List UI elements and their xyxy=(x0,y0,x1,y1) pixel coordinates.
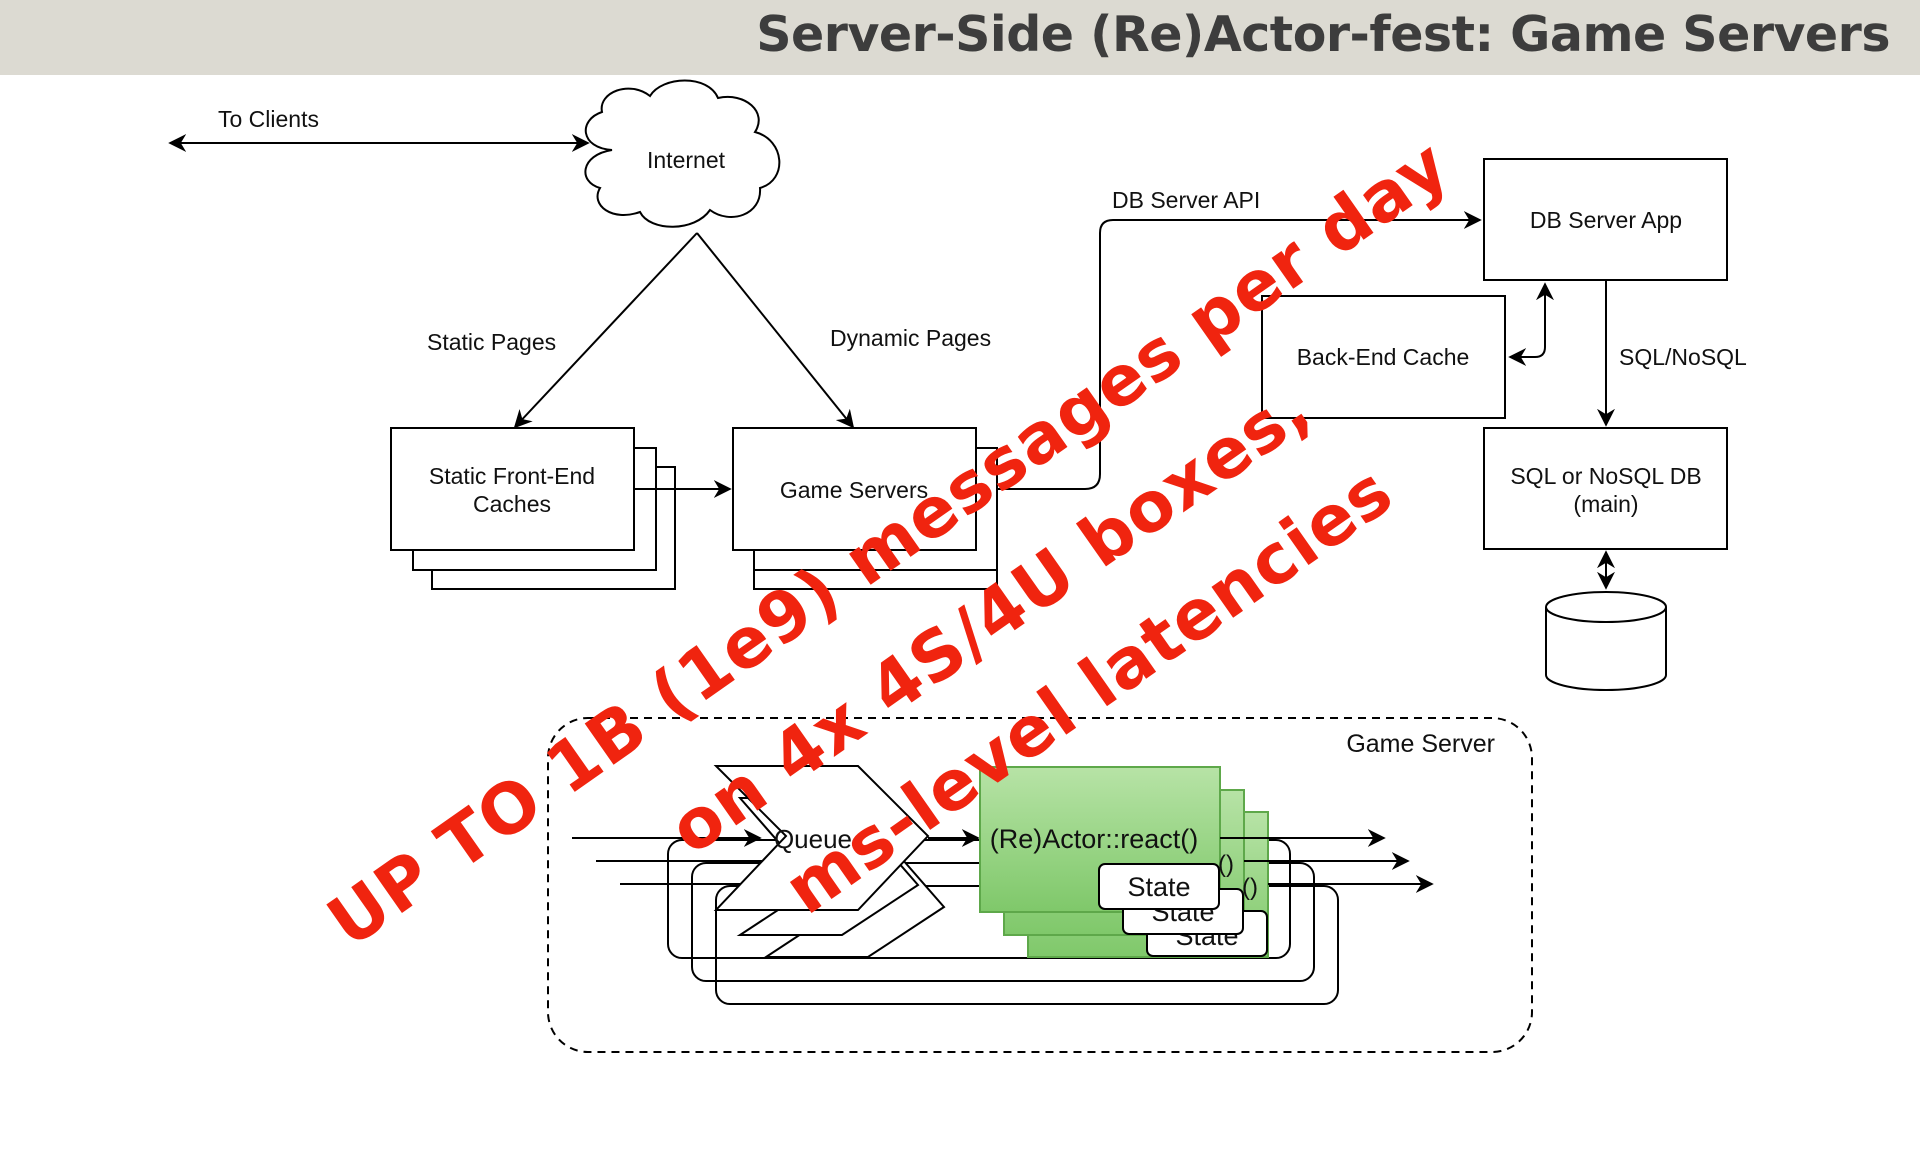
db-server-api-label: DB Server API xyxy=(1112,187,1260,213)
db-api-arrow xyxy=(997,211,1482,490)
slide-title: Server-Side (Re)Actor-fest: Game Servers xyxy=(756,6,1890,63)
game-server-container xyxy=(547,717,1533,1053)
internet-label: Internet xyxy=(647,147,726,173)
sql-db-box xyxy=(1483,427,1728,550)
internet-cloud xyxy=(584,79,781,228)
game-server-label: Game Server xyxy=(1346,730,1495,758)
queue-label: Queue xyxy=(774,824,852,854)
static-caches-label-2: Caches xyxy=(473,491,551,517)
react-paren-label-3: () xyxy=(1242,874,1258,901)
cache-app-arrow xyxy=(1508,282,1554,366)
game-servers-box xyxy=(732,427,977,551)
backend-cache-label: Back-End Cache xyxy=(1297,344,1470,370)
queue-shape xyxy=(713,765,930,911)
state-label: State xyxy=(1127,872,1190,902)
static-caches-label-1: Static Front-End xyxy=(429,463,595,489)
sql-db-label-2: (main) xyxy=(1573,491,1638,517)
dynamic-pages-arrow xyxy=(696,232,855,429)
sql-db-label-1: SQL or NoSQL DB xyxy=(1510,463,1701,489)
static-pages-label: Static Pages xyxy=(427,329,556,355)
static-pages-arrow xyxy=(513,232,698,429)
static-caches-box xyxy=(390,427,635,551)
dynamic-pages-label: Dynamic Pages xyxy=(830,325,991,351)
db-server-app-label: DB Server App xyxy=(1530,207,1682,233)
state-box xyxy=(1098,863,1220,910)
react-paren-label-2: () xyxy=(1218,851,1234,878)
title-bar: Server-Side (Re)Actor-fest: Game Servers xyxy=(0,0,1920,75)
game-servers-label: Game Servers xyxy=(780,477,928,503)
database-cylinder-icon xyxy=(1545,591,1667,691)
to-clients-label: To Clients xyxy=(218,106,319,132)
sql-nosql-label: SQL/NoSQL xyxy=(1619,344,1747,370)
reactor-react-label: (Re)Actor::react() xyxy=(990,824,1199,854)
architecture-diagram: To Clients Internet Static Pages Dynamic… xyxy=(168,79,1747,1053)
backend-cache-box xyxy=(1261,295,1506,419)
